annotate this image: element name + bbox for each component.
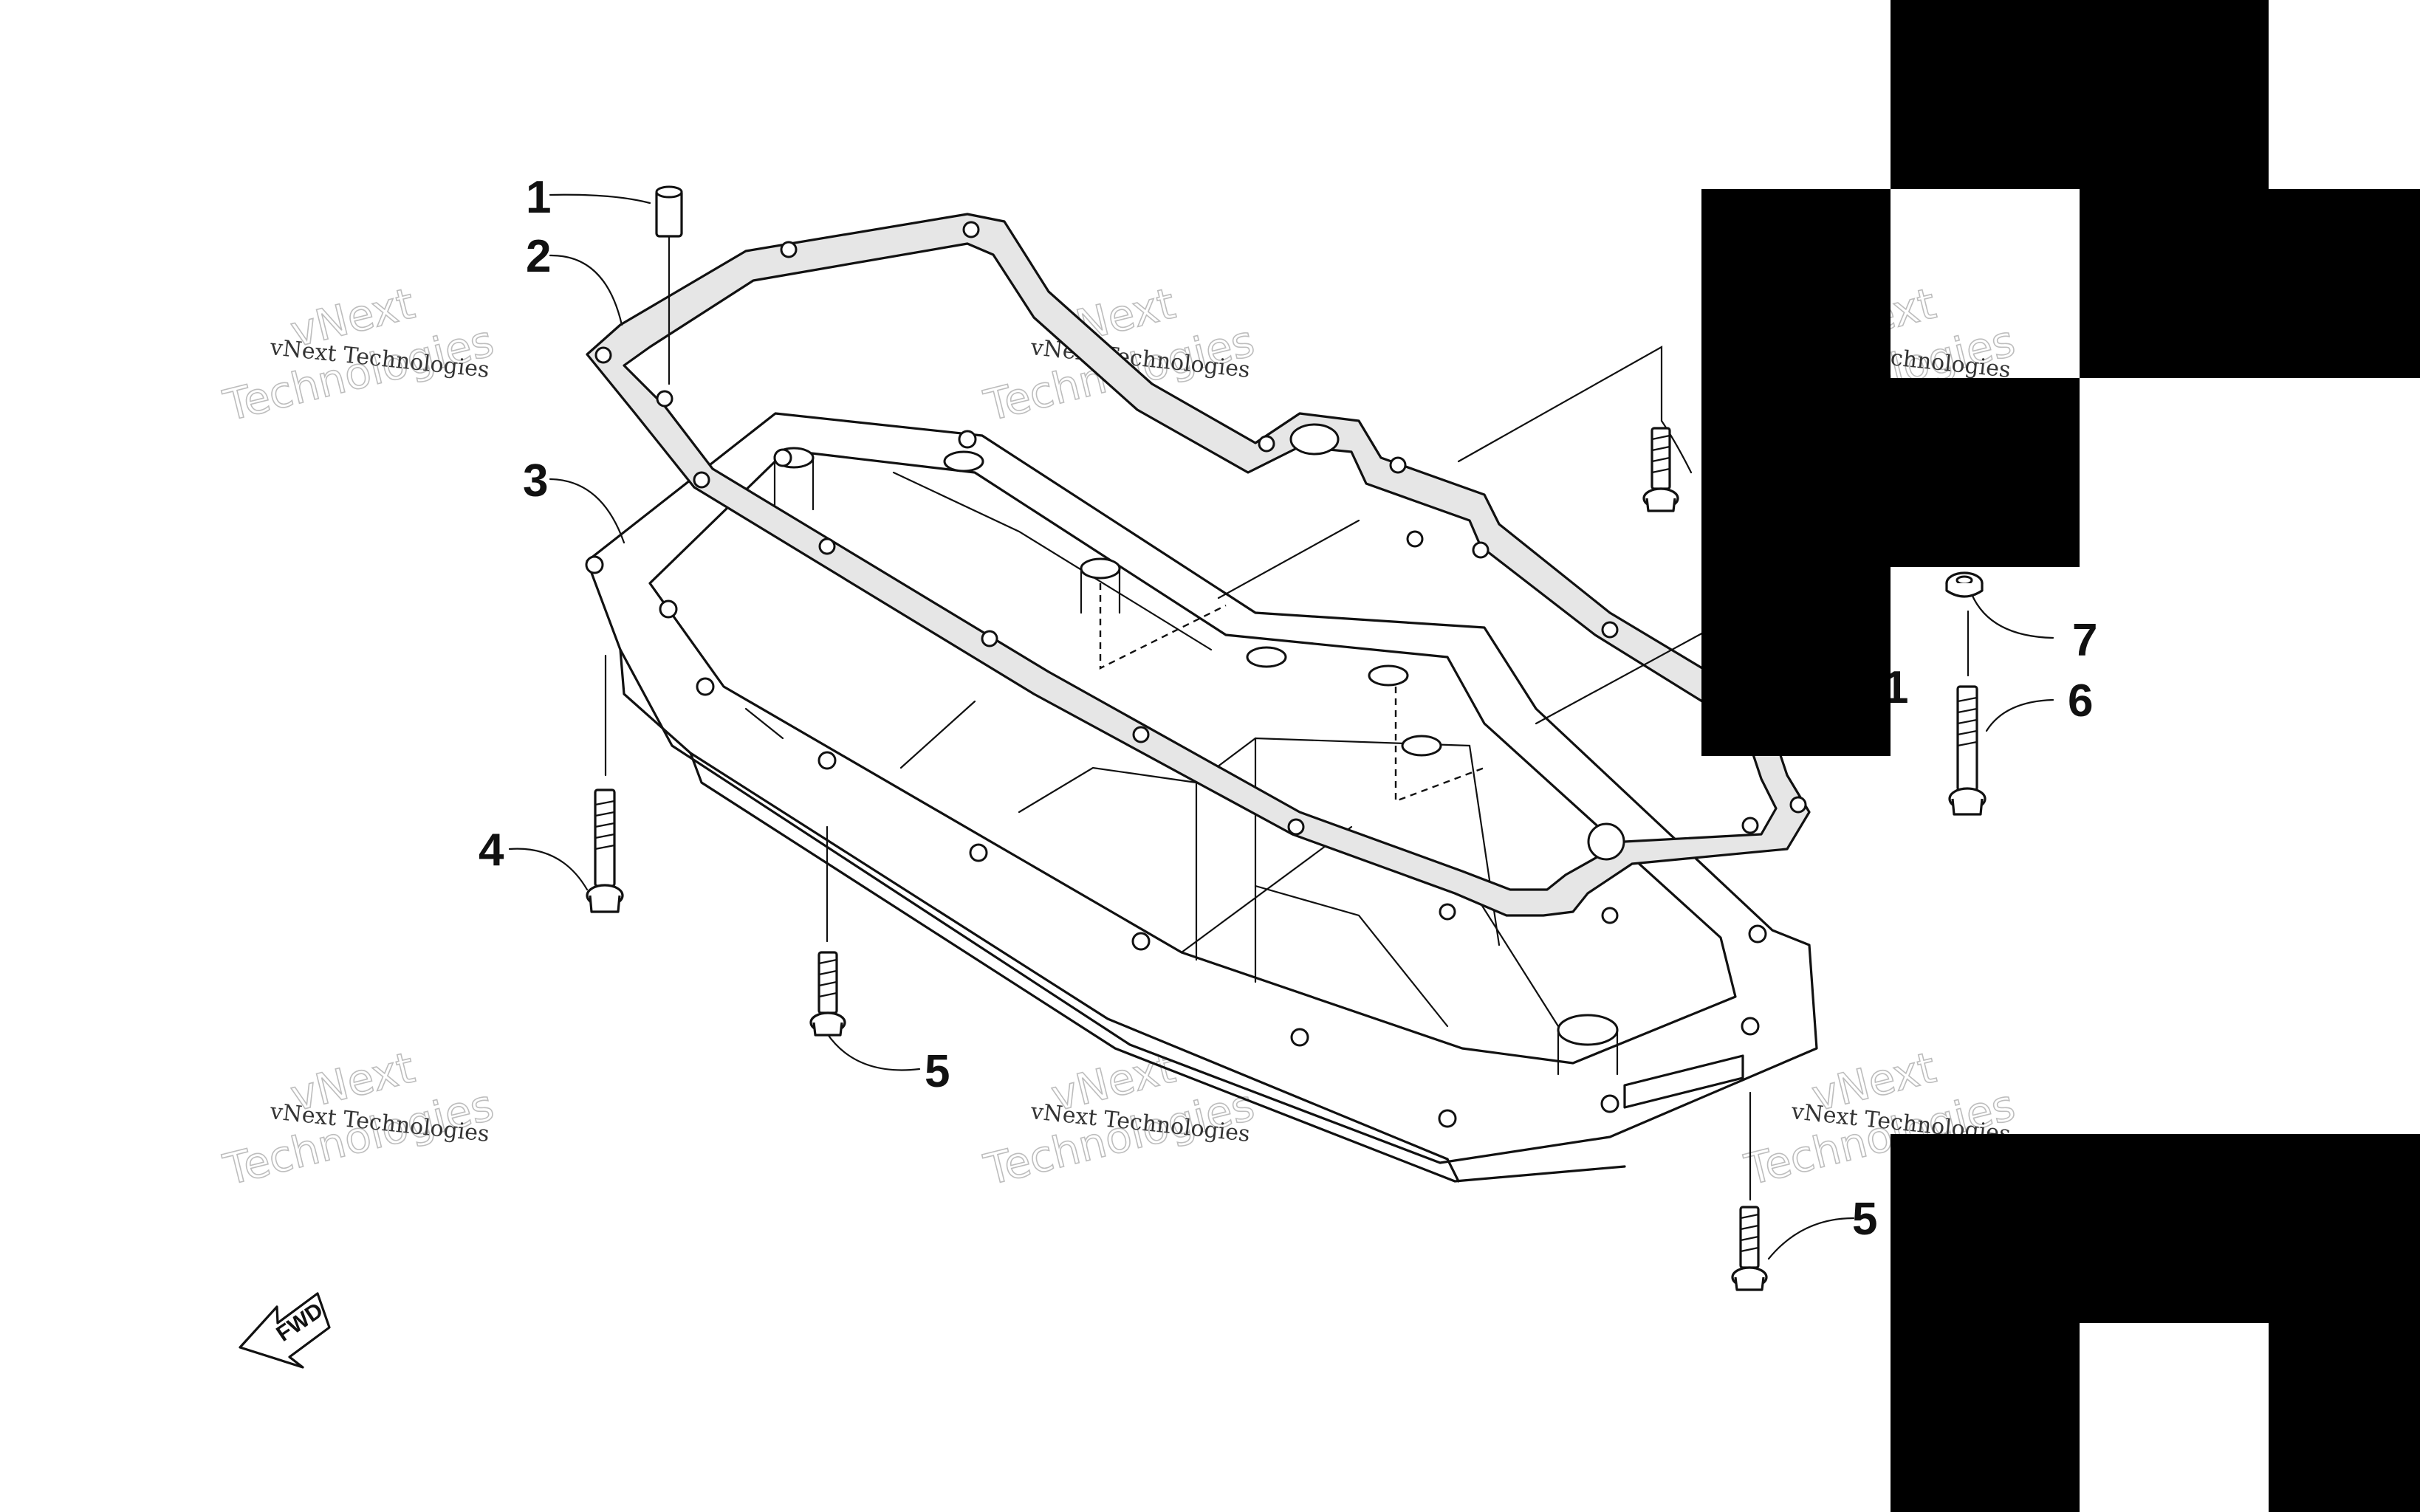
redaction-block xyxy=(2269,1323,2420,1512)
redaction-blocks xyxy=(1701,0,2420,1512)
callout-5-bolt-right: 5 xyxy=(1852,1194,1877,1245)
callout-labels: 1 2 3 4 5 5 6 7 1 xyxy=(479,172,2097,1245)
redaction-block xyxy=(1891,0,2269,189)
callout-2-gasket: 2 xyxy=(526,231,551,282)
callout-4-bolt: 4 xyxy=(479,825,504,876)
redaction-block xyxy=(1891,1323,2080,1512)
gasket-bolt-holes xyxy=(594,221,1807,924)
callout-6-bolt: 6 xyxy=(2068,676,2093,726)
dowel-pin xyxy=(655,185,683,385)
callout-3-oil-pan: 3 xyxy=(523,456,548,506)
callout-5-bolt-left: 5 xyxy=(925,1046,950,1097)
callout-1-dowel: 1 xyxy=(526,172,551,223)
watermark-bottom-left: vNext Technologies vNext Technologies xyxy=(218,1042,499,1196)
bolt-item-6 xyxy=(1948,685,1987,816)
forward-arrow-icon: FWD xyxy=(239,1292,331,1369)
pan-flange-holes xyxy=(585,430,1767,1128)
bolt-item-5-upper xyxy=(1642,427,1679,512)
bolt-item-5-left xyxy=(809,951,846,1037)
callout-7-washer: 7 xyxy=(2072,615,2097,666)
leader-lines xyxy=(508,193,2054,1260)
watermark-top-left: vNext Technologies vNext Technologies xyxy=(218,278,499,432)
redaction-block xyxy=(1891,1134,2420,1323)
redaction-block xyxy=(2080,189,2420,378)
bolt-item-5-right xyxy=(1731,1206,1768,1291)
hidden-line xyxy=(1099,583,1227,670)
pan-boss xyxy=(773,447,1619,1076)
washer-item-7 xyxy=(1945,571,1984,598)
bolt-item-4 xyxy=(586,788,624,913)
redaction-block xyxy=(1701,189,1891,756)
redaction-block xyxy=(1891,378,2080,567)
hidden-line xyxy=(1394,687,1485,803)
